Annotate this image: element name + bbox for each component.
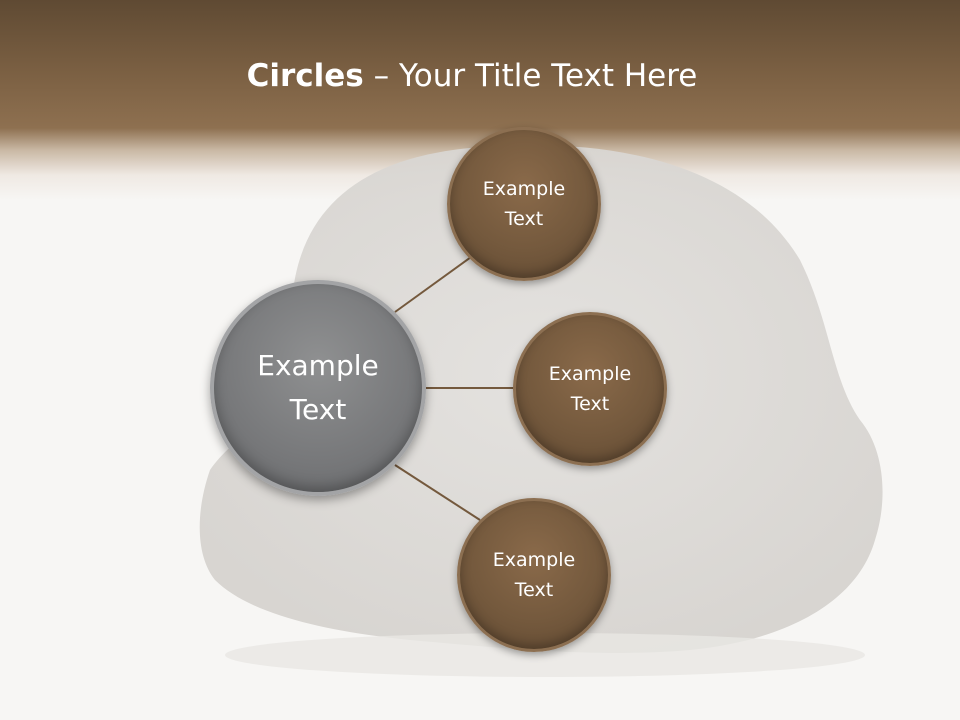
branch-circle-middle[interactable]: Example Text [513,312,667,466]
title-bold: Circles [246,58,364,94]
branch-circle-top[interactable]: Example Text [447,127,601,281]
branch-circle-top-label: Example Text [482,178,566,230]
connector-top [394,251,479,313]
connector-bottom [394,464,481,521]
slide-title: Circles – Your Title Text Here [0,56,944,96]
center-circle[interactable]: Example Text [210,280,426,496]
branch-circle-bottom-label: Example Text [492,549,576,601]
branch-circle-bottom[interactable]: Example Text [457,498,611,652]
branch-circle-middle-label: Example Text [548,363,632,415]
title-rest: – Your Title Text Here [363,58,698,94]
center-circle-label: Example Text [257,349,379,426]
